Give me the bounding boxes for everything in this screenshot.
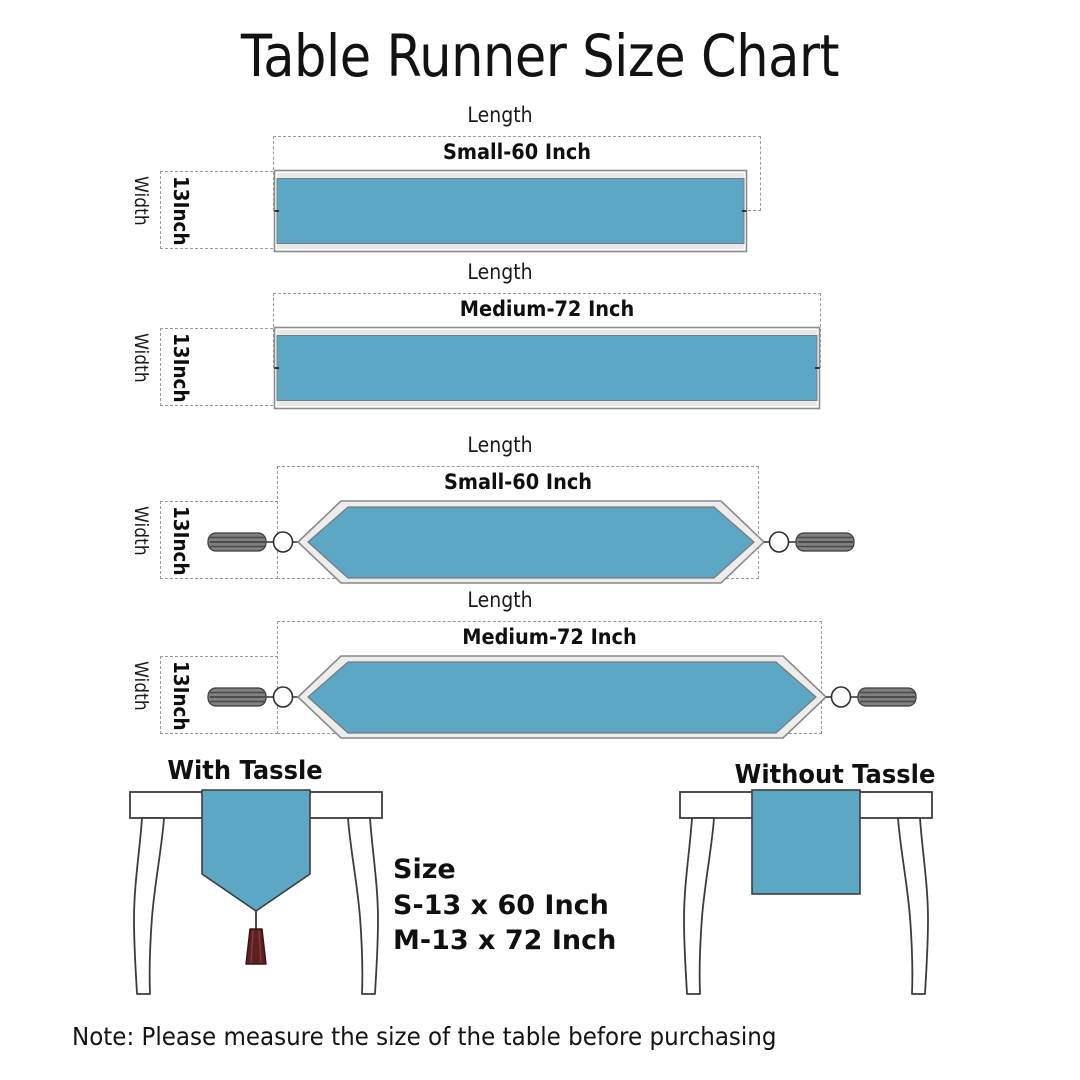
width-axis-label: Width [130,333,152,383]
runner-shape-rectangle [273,326,825,410]
tassel-left [207,531,298,553]
size-label: Small-60 Inch [442,140,592,164]
size-summary: Size S-13 x 60 Inch M-13 x 72 Inch [393,852,616,959]
runner-shape-pointed [178,495,878,589]
length-label: Length [467,103,533,127]
size-summary-heading: Size [393,854,456,885]
length-label: Length [467,260,533,284]
table-with-runner-graphic [120,789,420,1004]
note-text: Note: Please measure the size of the tab… [72,1022,777,1051]
runner-shape-rectangle [273,169,763,253]
width-axis-label: Width [130,661,152,711]
size-summary-medium: M-13 x 72 Inch [393,925,617,957]
tassel-left [207,686,298,708]
tassel-right [826,686,917,708]
with-tassle-heading: With Tassle [167,756,323,786]
width-axis-label: Width [130,176,152,226]
length-label: Length [467,433,533,457]
without-tassle-heading: Without Tassle [734,760,936,790]
length-label: Length [467,588,533,612]
size-label: Medium-72 Inch [459,297,635,321]
size-label: Medium-72 Inch [462,625,637,649]
runner-shape-pointed [178,650,938,744]
width-axis-label: Width [130,506,152,556]
size-summary-small: S-13 x 60 Inch [393,889,609,921]
width-inch-label: 13Inch [169,176,193,246]
page-title: Table Runner Size Chart [240,22,840,90]
size-label: Small-60 Inch [443,470,593,494]
width-inch-label: 13Inch [169,333,193,403]
table-plain-runner-graphic [670,789,970,1004]
tassel-right [764,531,855,553]
